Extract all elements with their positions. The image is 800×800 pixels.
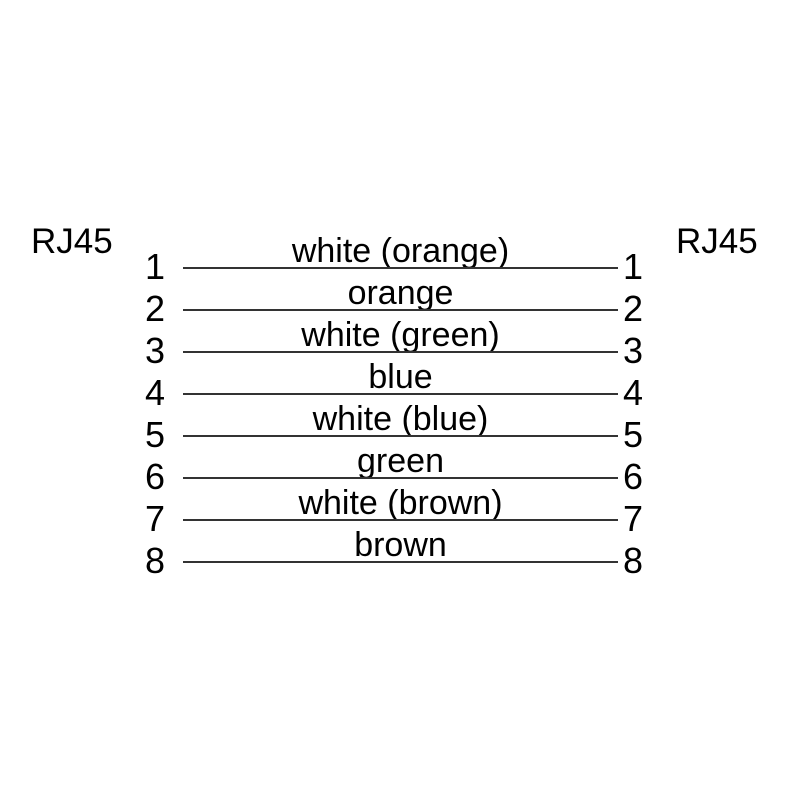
right-pin-number: 5: [622, 414, 644, 455]
wire-label: white (orange): [291, 232, 510, 270]
wire-line: [183, 351, 618, 353]
wire-label: brown: [354, 526, 447, 564]
left-pin-number: 2: [144, 288, 166, 329]
left-pin-number: 4: [144, 372, 166, 413]
right-pin-number: 2: [622, 288, 644, 329]
right-connector-label: RJ45: [676, 222, 758, 261]
right-pin-number: 1: [622, 246, 644, 287]
wire-line: [183, 267, 618, 269]
right-pin-number: 8: [622, 540, 644, 581]
wire-label: orange: [347, 274, 454, 312]
left-pin-number: 7: [144, 498, 166, 539]
right-pin-number: 6: [622, 456, 644, 497]
left-pin-number: 1: [144, 246, 166, 287]
left-pin-number: 3: [144, 330, 166, 371]
wire-label: blue: [368, 358, 433, 396]
right-pin-number: 3: [622, 330, 644, 371]
wire-label: white (brown): [298, 484, 503, 522]
wire-line: [183, 519, 618, 521]
left-pin-number: 6: [144, 456, 166, 497]
left-connector-label: RJ45: [31, 222, 113, 261]
wire-line: [183, 561, 618, 563]
wire-line: [183, 309, 618, 311]
wire-line: [183, 435, 618, 437]
left-pin-number: 8: [144, 540, 166, 581]
wire-label: green: [357, 442, 444, 480]
wire-label: white (blue): [312, 400, 489, 438]
left-pin-number: 5: [144, 414, 166, 455]
right-pin-number: 7: [622, 498, 644, 539]
wire-line: [183, 393, 618, 395]
wire-label: white (green): [301, 316, 500, 354]
wire-line: [183, 477, 618, 479]
right-pin-number: 4: [622, 372, 644, 413]
